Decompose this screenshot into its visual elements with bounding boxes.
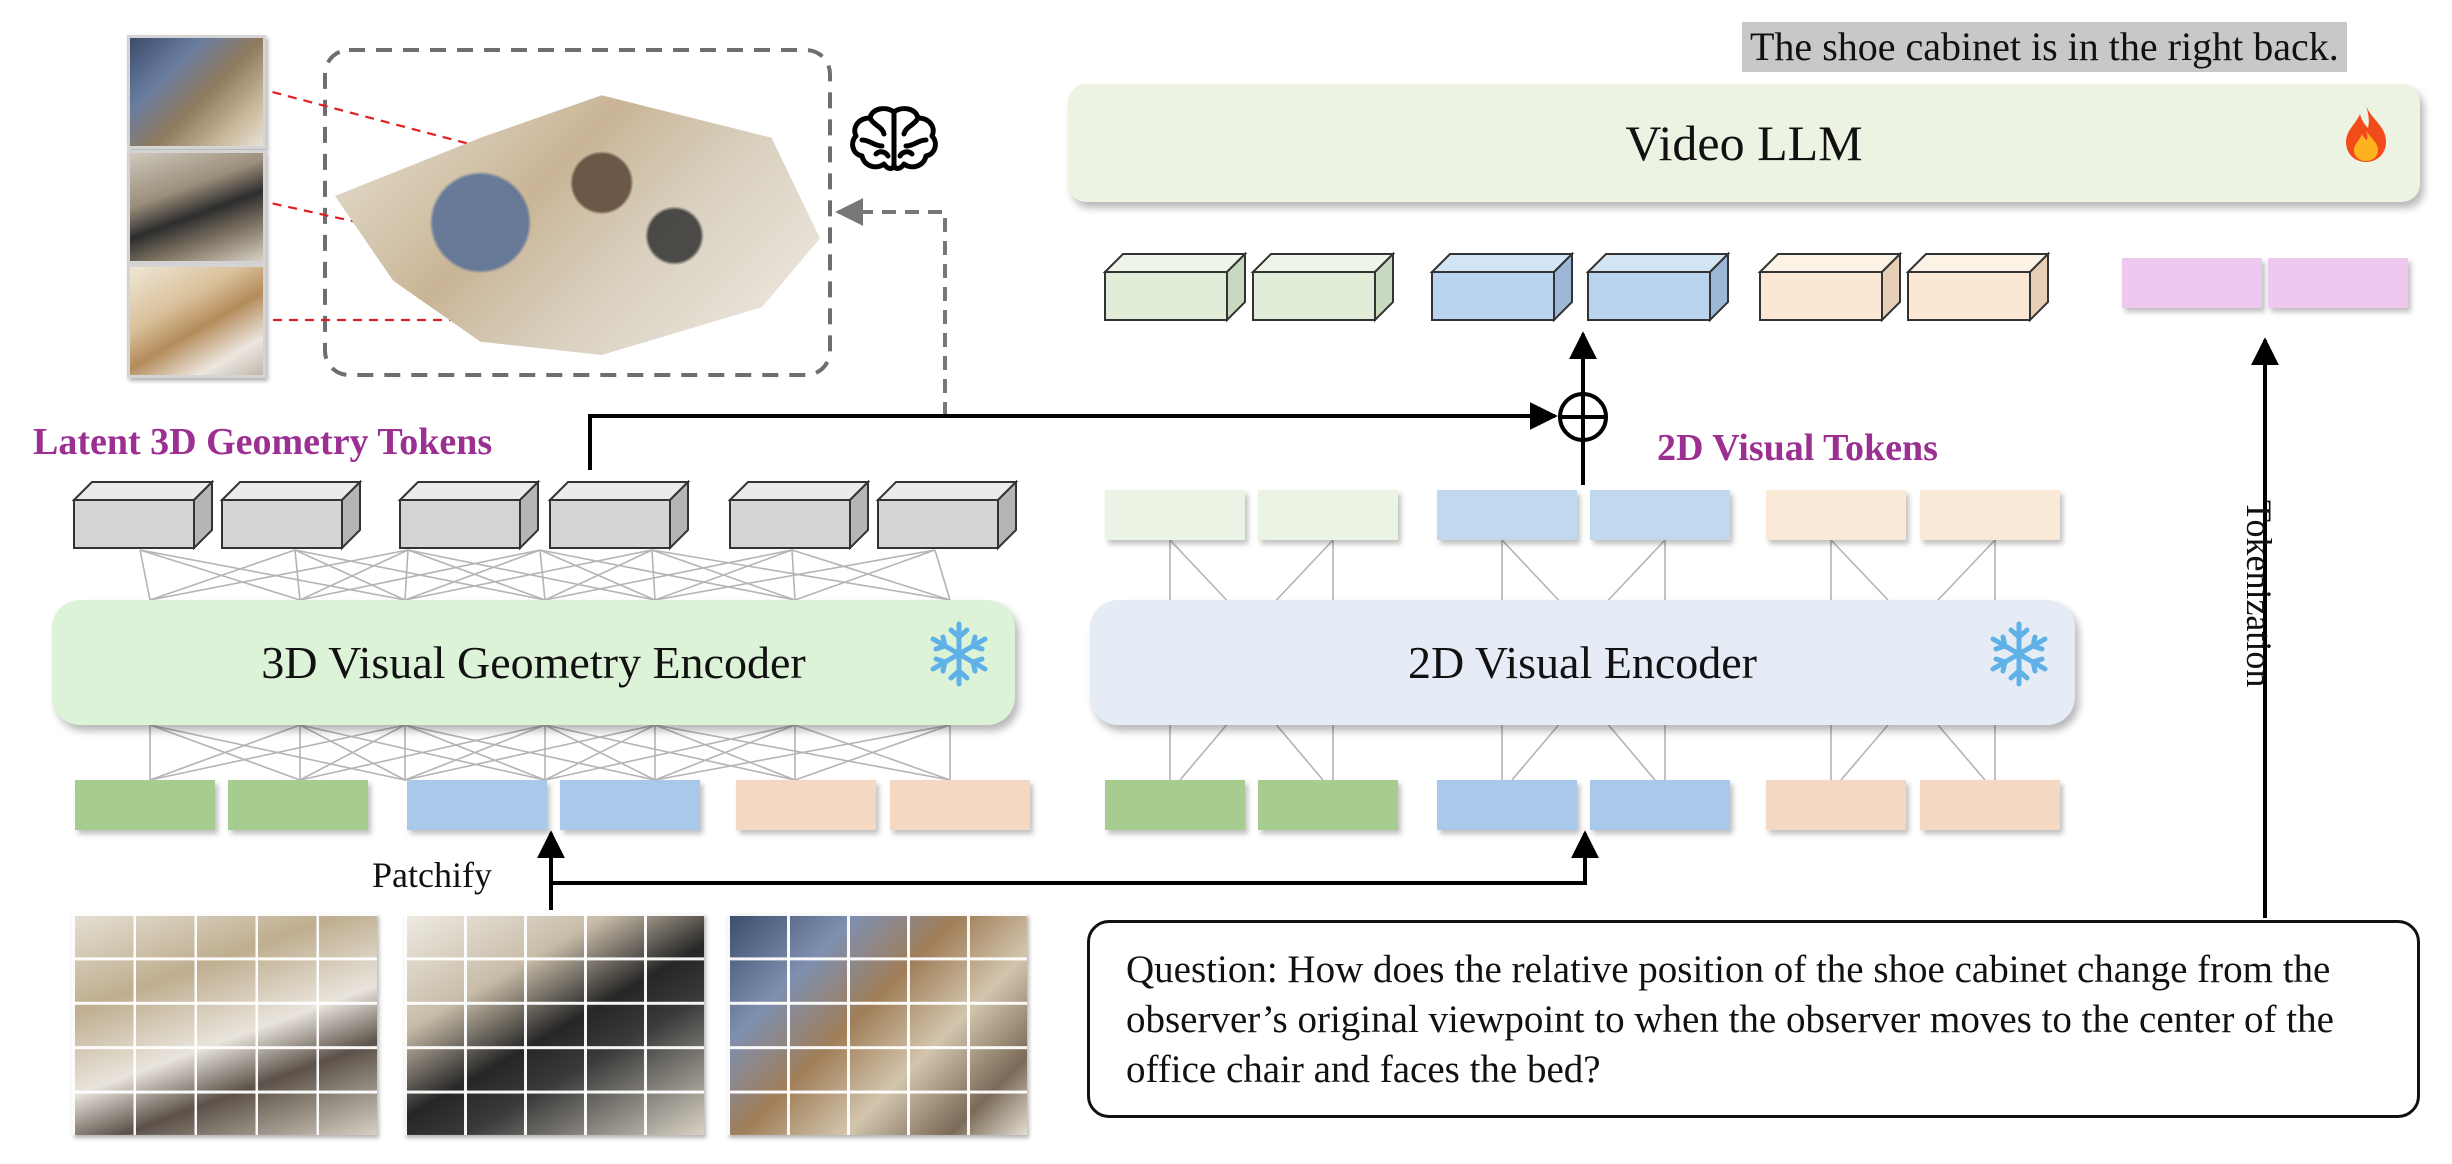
text-token-2: [2268, 258, 2408, 308]
visual-encoder-label: 2D Visual Encoder: [1408, 637, 1757, 688]
llm-token-cube: [1905, 251, 2051, 323]
llm-token-cube: [1757, 251, 1903, 323]
visual-tokens-label: 2D Visual Tokens: [1657, 427, 1938, 469]
patch-token: [1766, 780, 1906, 830]
patch-token: [1105, 780, 1245, 830]
view-thumbnail-2: [127, 150, 266, 264]
brain-icon: [850, 106, 938, 171]
visual-token-top: [1105, 490, 1245, 540]
answer-text: The shoe cabinet is in the right back.: [1742, 22, 2347, 72]
reconstruction-frame: [323, 48, 832, 377]
llm-token-cubes: [1102, 251, 2051, 323]
llm-token-cube: [1585, 251, 1731, 323]
patch-token: [1258, 780, 1398, 830]
latent-token-cube: [547, 479, 691, 551]
encoder-wires: [139, 539, 1996, 781]
patch-token: [228, 780, 368, 830]
latent-token-cube: [397, 479, 541, 551]
text-token-1: [2122, 258, 2262, 308]
question-box: Question: How does the relative position…: [1087, 920, 2420, 1118]
geometry-encoder-label: 3D Visual Geometry Encoder: [261, 637, 806, 688]
input-frame-3: [727, 913, 1027, 1135]
patch-token: [736, 780, 876, 830]
patch-token: [560, 780, 700, 830]
fire-icon: [2346, 106, 2386, 162]
visual-token-top: [1920, 490, 2060, 540]
question-text: Question: How does the relative position…: [1126, 948, 2334, 1091]
visual-token-top: [1590, 490, 1730, 540]
input-frame-2: [404, 913, 704, 1135]
latent-token-cube: [71, 479, 215, 551]
view-thumbnail-1: [127, 35, 266, 149]
llm-token-cube: [1429, 251, 1575, 323]
tokenization-label: Tokenization: [2239, 500, 2279, 688]
latent-token-cube: [727, 479, 871, 551]
latent-tokens-label: Latent 3D Geometry Tokens: [33, 421, 493, 463]
snowflake-icon: [930, 621, 988, 687]
input-frame-1: [72, 913, 377, 1135]
latent-token-cube: [875, 479, 1019, 551]
latent-geometry-token-cubes: [71, 479, 1019, 551]
visual-token-top: [1766, 490, 1906, 540]
patch-token: [1590, 780, 1730, 830]
dashed-feedback-arrow: [835, 198, 947, 416]
visual-token-top: [1258, 490, 1398, 540]
view-thumbnail-3: [127, 264, 266, 378]
geometry-encoder-panel: 3D Visual Geometry Encoder: [52, 600, 1015, 725]
video-llm-panel: Video LLM: [1068, 84, 2420, 202]
patch-token: [1437, 780, 1577, 830]
latent-token-cube: [219, 479, 363, 551]
patch-token: [890, 780, 1030, 830]
visual-encoder-panel: 2D Visual Encoder: [1090, 600, 2075, 725]
visual-token-top: [1437, 490, 1577, 540]
patch-token: [75, 780, 215, 830]
patchify-branch-arrow: [551, 830, 1599, 885]
llm-token-cube: [1250, 251, 1396, 323]
video-llm-label: Video LLM: [1625, 115, 1863, 171]
latent-to-plus-arrow: [588, 402, 1558, 470]
snowflake-icon: [1990, 621, 2048, 687]
patch-token: [1920, 780, 2060, 830]
llm-token-cube: [1102, 251, 1248, 323]
patch-token: [407, 780, 547, 830]
patchify-label: Patchify: [372, 855, 492, 895]
